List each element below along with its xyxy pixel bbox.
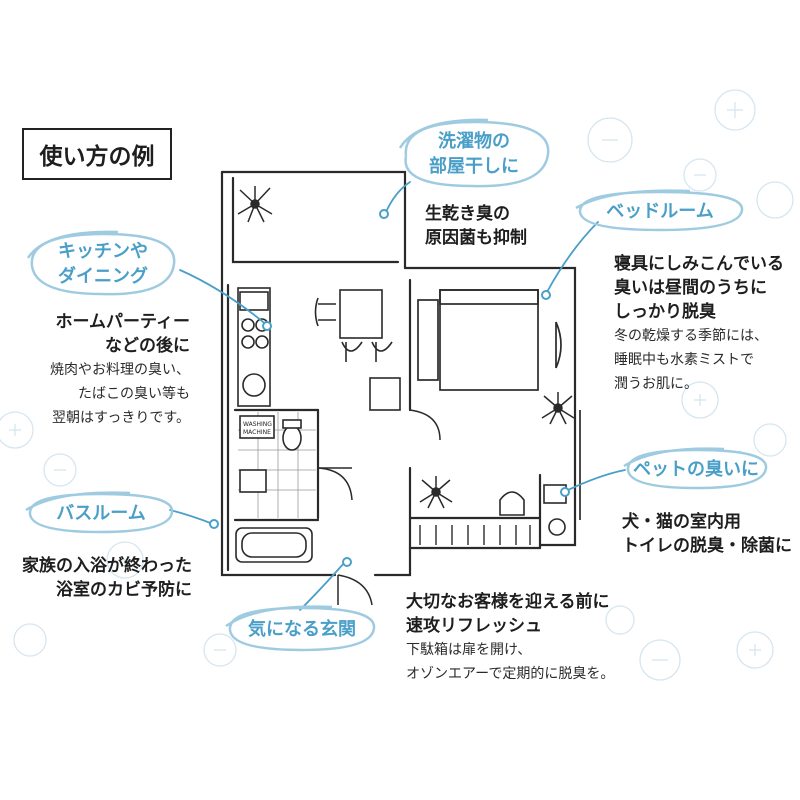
bubble-laundry-line2: 部屋干しに <box>429 156 519 177</box>
bathtub-inner <box>241 532 307 558</box>
washer-label-1: WASHING <box>243 421 272 428</box>
washer-label-2: MACHINE <box>243 429 271 436</box>
text-pet: 犬・猫の室内用 トイレの脱臭・除菌に <box>622 510 792 558</box>
bubble-pet-line1: ペットの臭いに <box>633 458 759 480</box>
door-swing <box>317 467 353 501</box>
dining-chair <box>371 341 393 362</box>
outer-wall <box>220 170 407 270</box>
kitchen-counter <box>237 287 271 407</box>
text-bedroom: 寝具にしみこんでいる 臭いは昼間のうちに しっかり脱臭 冬の乾燥する季節には、 … <box>614 252 784 396</box>
page-title-text: 使い方の例 <box>39 144 155 170</box>
text-pet-line2: トイレの脱臭・除菌に <box>622 536 792 556</box>
text-entrance-note1: 下駄箱は扉を開け、 <box>406 642 532 658</box>
bubble-bath: バスルーム <box>22 490 180 536</box>
bubble-laundry: 洗濯物の 部屋干しに <box>388 116 560 192</box>
leader-pet <box>567 469 626 491</box>
bathtub <box>235 527 313 563</box>
washing-machine <box>239 415 275 439</box>
plant-living <box>419 476 453 509</box>
text-entrance: 大切なお客様を迎える前に 速攻リフレッシュ 下駄箱は扉を開け、 オゾンエアーで定… <box>406 590 614 686</box>
bubble-bedroom-line1: ベッドルーム <box>606 200 714 222</box>
text-laundry-line2: 原因菌も抑制 <box>425 228 527 248</box>
leader-bath <box>169 509 214 525</box>
kitchen-sink <box>242 373 266 397</box>
text-kitchen-line2: などの後に <box>105 336 190 356</box>
text-kitchen-note1: 焼肉やお料理の臭い、 <box>50 362 190 378</box>
text-laundry-line1: 生乾き臭の <box>425 204 510 224</box>
bubble-laundry-line1: 洗濯物の <box>438 131 510 152</box>
bubble-bedroom: ベッドルーム <box>570 188 750 234</box>
leader-kitchen <box>179 269 269 327</box>
plant-balcony <box>237 186 273 223</box>
wash-basin <box>239 469 267 493</box>
text-kitchen-note3: 翌朝はすっきりです。 <box>51 410 190 426</box>
text-entrance-line2: 速攻リフレッシュ <box>406 616 542 636</box>
bubble-entrance-line1: 気になる玄関 <box>248 618 356 640</box>
stove-burner <box>241 335 255 349</box>
dining-chair <box>314 297 336 327</box>
dining-chair <box>341 341 363 362</box>
text-bedroom-line1: 寝具にしみこんでいる <box>614 254 784 274</box>
toilet-tank <box>282 419 302 429</box>
fridge <box>239 291 269 311</box>
text-entrance-line1: 大切なお客様を迎える前に <box>406 592 610 612</box>
pillow <box>439 289 539 305</box>
text-bedroom-line3: しっかり脱臭 <box>614 302 716 322</box>
dining-table <box>339 289 383 339</box>
plant-bedroom <box>541 392 575 425</box>
door-swing <box>409 409 441 441</box>
text-laundry: 生乾き臭の 原因菌も抑制 <box>425 202 527 250</box>
bubble-kitchen-line1: キッチンや <box>58 241 148 262</box>
text-bedroom-note2: 睡眠中も水素ミストで <box>614 352 754 368</box>
outer-wall <box>403 266 577 547</box>
outer-wall <box>373 546 542 577</box>
stove-burner <box>255 335 269 349</box>
leader-laundry <box>385 181 411 213</box>
bubble-bath-line1: バスルーム <box>56 502 146 524</box>
pet-bed <box>499 491 525 516</box>
text-bath: 家族の入浴が終わった 浴室のカビ予防に <box>22 554 192 602</box>
bubble-kitchen-line2: ダイニング <box>58 266 148 287</box>
text-bath-line2: 浴室のカビ予防に <box>56 580 192 600</box>
outer-wall <box>220 170 337 577</box>
side-cabinet <box>369 377 401 411</box>
text-kitchen-line1: ホームパーティー <box>55 312 190 332</box>
wall-shelf <box>555 321 562 369</box>
balcony-wall <box>231 176 400 264</box>
pet-bowl <box>548 518 566 536</box>
text-bath-line1: 家族の入浴が終わった <box>22 556 192 576</box>
bubble-entrance: 気になる玄関 <box>222 604 382 654</box>
text-bedroom-note3: 潤うお肌に。 <box>614 376 698 392</box>
text-pet-line1: 犬・猫の室内用 <box>622 512 741 532</box>
bed <box>439 289 539 391</box>
leader-bedroom <box>546 221 599 293</box>
stove-burner <box>241 318 255 332</box>
text-bedroom-note1: 冬の乾燥する季節には、 <box>614 328 768 344</box>
entrance-door <box>337 574 373 606</box>
text-kitchen-note2: たばこの臭い等も <box>78 386 190 402</box>
toilet <box>282 425 302 451</box>
page-title: 使い方の例 <box>22 128 172 180</box>
bubble-pet: ペットの臭いに <box>620 446 772 492</box>
text-kitchen: ホームパーティー などの後に 焼肉やお料理の臭い、 たばこの臭い等も 翌朝はすっ… <box>50 310 190 430</box>
bubble-kitchen: キッチンや ダイニング <box>22 228 184 300</box>
text-bedroom-line2: 臭いは昼間のうちに <box>614 278 767 298</box>
nightstand <box>417 299 439 381</box>
text-entrance-note2: オゾンエアーで定期的に脱臭を。 <box>406 666 615 682</box>
